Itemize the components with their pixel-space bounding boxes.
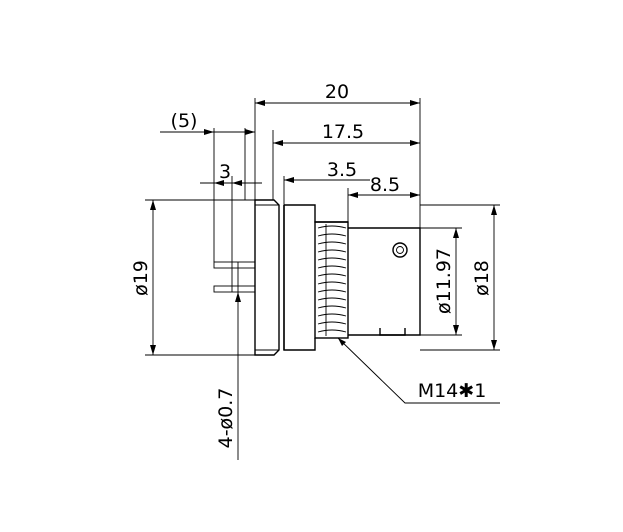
dim-body-diameter: ø18 — [471, 260, 493, 296]
dim-pin-offset: (5) — [171, 110, 198, 132]
dim-flange-diameter: ø19 — [130, 260, 152, 296]
dim-pin-spec: 4-ø0.7 — [215, 388, 237, 449]
connector-outline — [213, 199, 421, 356]
pin-upper — [213, 261, 256, 269]
dim-body-length: 17.5 — [322, 121, 364, 143]
pin-lower — [213, 285, 256, 293]
dim-thread-length: 8.5 — [370, 174, 400, 196]
front-insert — [348, 227, 421, 336]
flange — [254, 199, 280, 356]
pins — [213, 261, 256, 293]
dimension-lines — [145, 98, 500, 460]
thread — [314, 221, 349, 339]
dim-pin-length: 3 — [219, 161, 231, 183]
dim-overall-length: 20 — [325, 81, 349, 103]
dimension-labels: 20 17.5 3.5 8.5 (5) 3 ø19 ø18 ø11.97 4-ø… — [130, 81, 493, 448]
dim-flange-length: 3.5 — [327, 159, 357, 181]
dim-thread-spec: M14✱1 — [418, 380, 487, 402]
dim-inner-diameter: ø11.97 — [433, 248, 455, 314]
key-hole — [392, 242, 408, 258]
